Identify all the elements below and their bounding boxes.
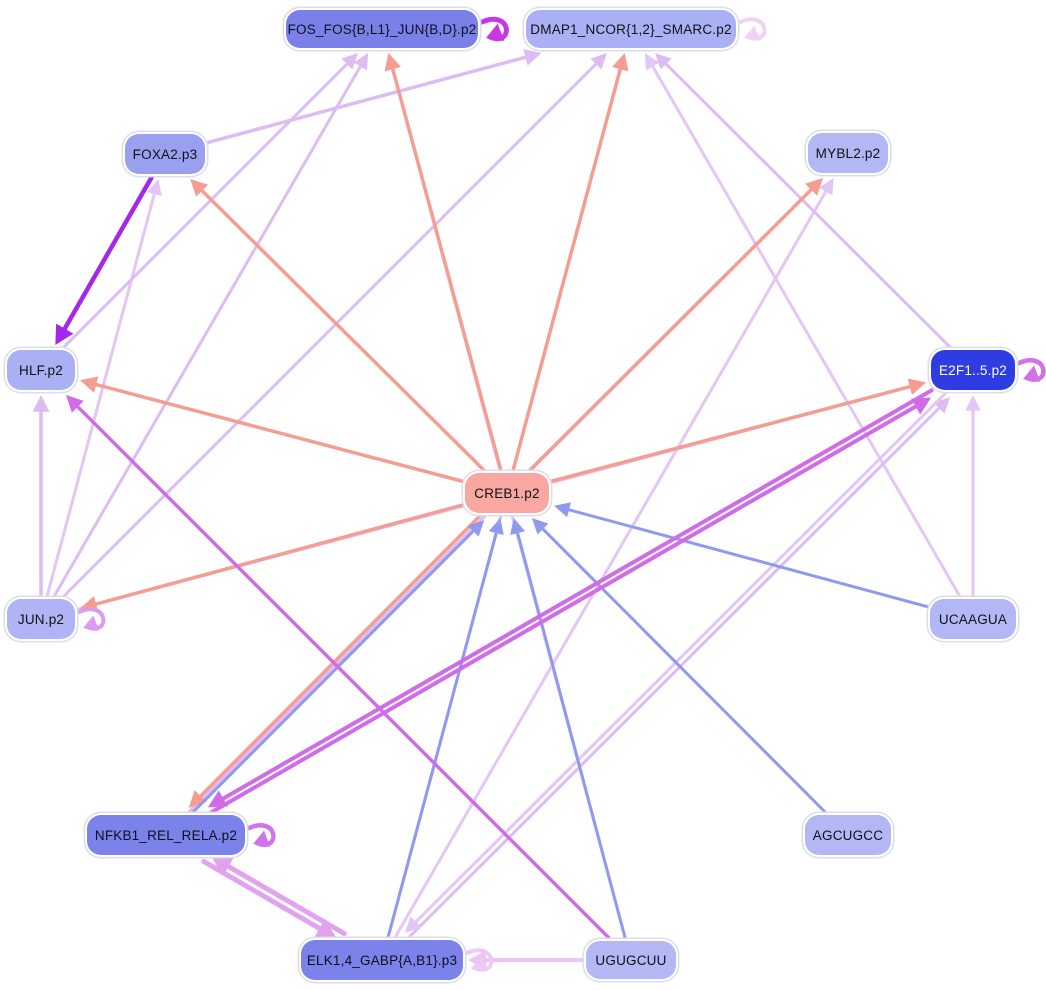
edge-creb1-to-e2f1	[550, 384, 912, 483]
edge-elk1-to-mybl2	[393, 190, 828, 939]
edge-e2f1-to-nfkb1	[221, 388, 934, 801]
node-creb1-p2[interactable]: CREB1.p2	[465, 473, 549, 513]
edge-jun-to-fos	[52, 65, 362, 598]
arrowhead-jun-to-foxa2	[146, 179, 162, 197]
arrowhead-elk1-to-creb1	[488, 518, 504, 536]
edge-creb1-to-foxa2	[200, 189, 486, 472]
arrowhead-e2f1-to-elk1	[404, 916, 422, 933]
node-label: HLF.p2	[19, 362, 63, 378]
arrowhead-creb1-to-dmap1	[612, 53, 629, 72]
edge-ucaagua-to-dmap1	[651, 64, 962, 598]
edge-nfkb1-to-creb1	[189, 529, 475, 816]
edge-creb1-to-fos	[391, 67, 503, 472]
arrowhead-nfkb1-to-elk1	[314, 919, 337, 939]
arrowhead-elk1-to-mybl2	[819, 178, 834, 196]
node-label: MYBL2.p2	[815, 145, 881, 161]
edge-creb1-to-nfkb1	[198, 512, 484, 798]
node-label: AGCUGCC	[812, 827, 884, 843]
node-label: UCAAGUA	[938, 611, 1008, 627]
node-label: ELK1,4_GABP{A,B1}.p3	[306, 952, 458, 968]
edge-creb1-to-mybl2	[528, 188, 813, 472]
node-nfkb1-rel-rela-p2[interactable]: NFKB1_REL_RELA.p2	[87, 815, 245, 855]
self-loop-arrowhead-dmap1	[744, 25, 761, 41]
arrowhead-nfkb1-to-creb1	[467, 520, 485, 537]
node-label: CREB1.p2	[474, 485, 540, 501]
self-loop-arrowhead-e2f1	[1023, 365, 1041, 382]
arrowhead-creb1-to-e2f1	[907, 378, 926, 395]
arrowhead-ucaagua-to-e2f1	[965, 395, 981, 411]
arrowhead-e2f1-to-dmap1	[655, 53, 672, 70]
edge-nfkb1-to-e2f1	[205, 404, 918, 817]
arrowhead-creb1-to-foxa2	[190, 179, 209, 197]
edge-agcugcc-to-creb1	[541, 527, 827, 814]
arrowhead-creb1-to-fos	[384, 53, 401, 72]
arrowhead-e2f1-to-nfkb1	[207, 790, 228, 808]
arrowhead-elk1-to-e2f1	[933, 397, 951, 414]
edge-ugugcuu-to-creb1	[516, 531, 627, 940]
node-hlf-p2[interactable]: HLF.p2	[7, 350, 75, 390]
edge-e2f1-to-dmap1	[664, 62, 952, 349]
node-foxa2-p3[interactable]: FOXA2.p3	[125, 134, 205, 174]
arrowhead-ucaagua-to-creb1	[554, 502, 572, 518]
node-label: E2F1..5.p2	[938, 362, 1008, 378]
node-ucaagua[interactable]: UCAAGUA	[930, 599, 1016, 639]
node-elk1-4-gabp-a-b1-p3[interactable]: ELK1,4_GABP{A,B1}.p3	[301, 940, 463, 980]
arrowhead-ucaagua-to-dmap1	[644, 53, 660, 71]
arrowhead-jun-to-hlf	[32, 395, 50, 412]
edge-foxa2-to-hlf	[62, 174, 155, 331]
node-label: FOXA2.p3	[132, 146, 198, 162]
node-fos-fosb-l1-jun-b-d-p2[interactable]: FOS_FOS{B,L1}_JUN{B,D}.p2	[286, 10, 478, 48]
edge-hlf-to-fos	[62, 62, 349, 349]
self-loop-arrowhead-nfkb1	[253, 830, 271, 847]
node-agcugcc[interactable]: AGCUGCC	[805, 815, 891, 855]
edge-elk1-to-nfkb1	[226, 864, 347, 937]
edge-elk1-to-creb1	[386, 531, 498, 939]
node-jun-p2[interactable]: JUN.p2	[7, 599, 75, 639]
node-label: DMAP1_NCOR{1,2}_SMARC.p2	[530, 21, 732, 37]
edge-ucaagua-to-creb1	[567, 508, 929, 609]
arrowhead-agcugcc-to-creb1	[531, 518, 549, 535]
arrowhead-jun-to-fos	[353, 53, 369, 71]
arrowhead-creb1-to-hlf	[80, 376, 99, 393]
edge-jun-to-foxa2	[45, 192, 156, 598]
edge-creb1-to-jun	[94, 503, 464, 606]
edge-jun-to-dmap1	[62, 62, 598, 598]
node-label: JUN.p2	[17, 611, 65, 627]
edge-creb1-to-hlf	[94, 382, 464, 483]
arrowhead-ugugcuu-to-creb1	[510, 518, 526, 536]
node-e2f1-5-p2[interactable]: E2F1..5.p2	[931, 350, 1015, 390]
node-ugugcuu[interactable]: UGUGCUU	[586, 941, 676, 979]
edge-elk1-to-e2f1	[405, 406, 941, 941]
arrowhead-foxa2-to-dmap1	[523, 49, 542, 66]
arrowhead-foxa2-to-hlf	[55, 323, 74, 345]
self-loop-arrowhead-jun	[83, 615, 100, 631]
node-label: NFKB1_REL_RELA.p2	[94, 827, 238, 843]
node-mybl2-p2[interactable]: MYBL2.p2	[808, 133, 888, 173]
node-label: UGUGCUU	[595, 952, 667, 968]
arrowhead-elk1-to-nfkb1	[211, 856, 234, 876]
edge-creb1-to-dmap1	[511, 67, 623, 472]
node-dmap1-ncor-smarc-p2[interactable]: DMAP1_NCOR{1,2}_SMARC.p2	[526, 10, 736, 48]
self-loop-arrowhead-fos	[486, 23, 505, 42]
arrowhead-hlf-to-fos	[341, 53, 358, 70]
arrowhead-ugugcuu-to-hlf	[66, 395, 84, 413]
edge-ugugcuu-to-hlf	[76, 405, 611, 940]
node-label: FOS_FOS{B,L1}_JUN{B,D}.p2	[287, 21, 477, 37]
arrowhead-creb1-to-mybl2	[805, 178, 823, 196]
self-loop-arrowhead-elk1	[471, 956, 488, 972]
edge-foxa2-to-dmap1	[206, 55, 528, 145]
arrowhead-nfkb1-to-e2f1	[911, 397, 932, 415]
arrowhead-jun-to-dmap1	[590, 53, 607, 70]
